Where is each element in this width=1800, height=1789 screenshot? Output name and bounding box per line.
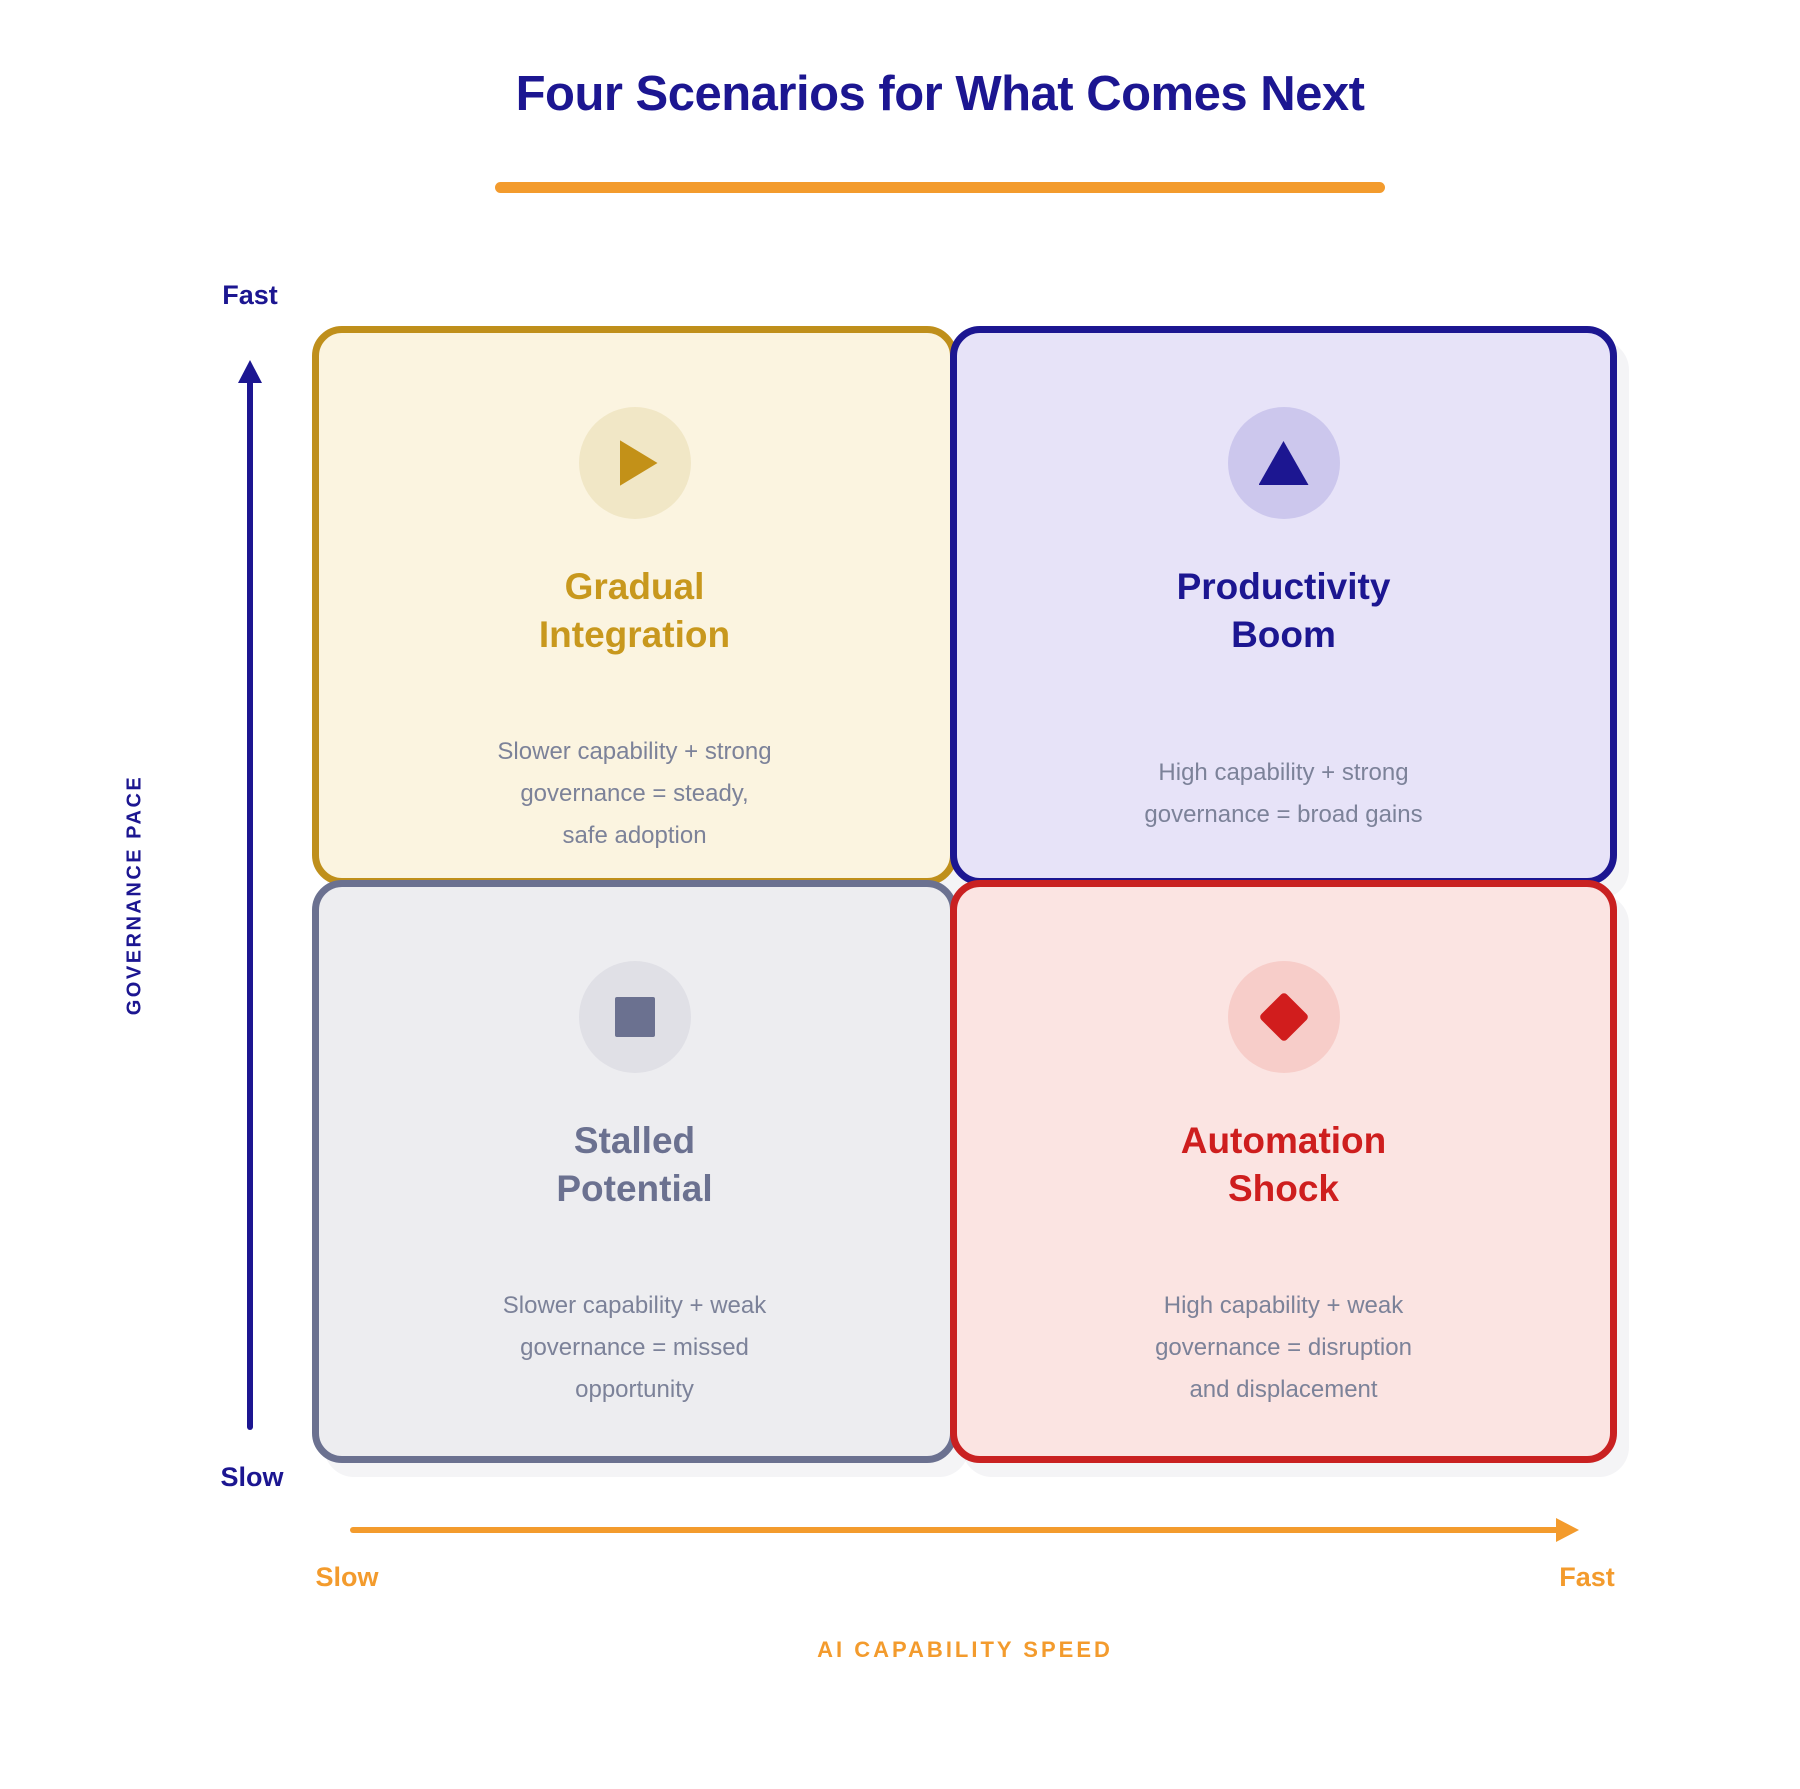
quadrant-stalled-potential: Stalled Potential Slower capability + we… — [312, 880, 957, 1463]
quadrant-description: High capability + weak governance = disr… — [1155, 1292, 1412, 1403]
play-icon — [619, 440, 658, 486]
icon-badge — [1227, 407, 1340, 519]
icon-badge — [578, 407, 691, 519]
y-axis-fast-label: Fast — [222, 280, 278, 310]
quadrant-automation-shock: Automation Shock High capability + weak … — [950, 880, 1617, 1463]
x-axis-slow-label: Slow — [315, 1562, 379, 1592]
quadrant-title: Stalled Potential — [556, 1120, 713, 1210]
title-divider — [495, 182, 1385, 193]
square-icon — [614, 997, 655, 1037]
diamond-icon — [1258, 991, 1309, 1043]
quadrant-title: Gradual Integration — [538, 566, 731, 656]
y-axis-title: GOVERNANCE PACE — [123, 774, 146, 1016]
quadrant-title: Productivity Boom — [1176, 566, 1391, 656]
page-title: Four Scenarios for What Comes Next — [515, 67, 1365, 121]
quadrant-productivity-boom: Productivity Boom High capability + stro… — [950, 326, 1617, 885]
y-axis-arrow — [247, 378, 253, 1430]
y-axis-slow-label: Slow — [220, 1462, 284, 1492]
y-axis-arrow-head — [238, 360, 262, 383]
x-axis-arrow-head — [1556, 1518, 1579, 1542]
x-axis-arrow — [350, 1527, 1560, 1533]
quadrant-description: Slower capability + strong governance = … — [497, 738, 772, 849]
quadrant-description: Slower capability + weak governance = mi… — [502, 1292, 767, 1403]
x-axis-title: AI CAPABILITY SPEED — [817, 1637, 1113, 1662]
quadrant-description: High capability + strong governance = br… — [1144, 759, 1423, 828]
triangle-up-icon — [1258, 441, 1309, 485]
x-axis-fast-label: Fast — [1559, 1562, 1615, 1592]
icon-badge — [578, 961, 691, 1073]
quadrant-gradual-integration: Gradual Integration Slower capability + … — [312, 326, 957, 885]
icon-badge — [1227, 961, 1340, 1073]
quadrant-title: Automation Shock — [1180, 1120, 1387, 1210]
